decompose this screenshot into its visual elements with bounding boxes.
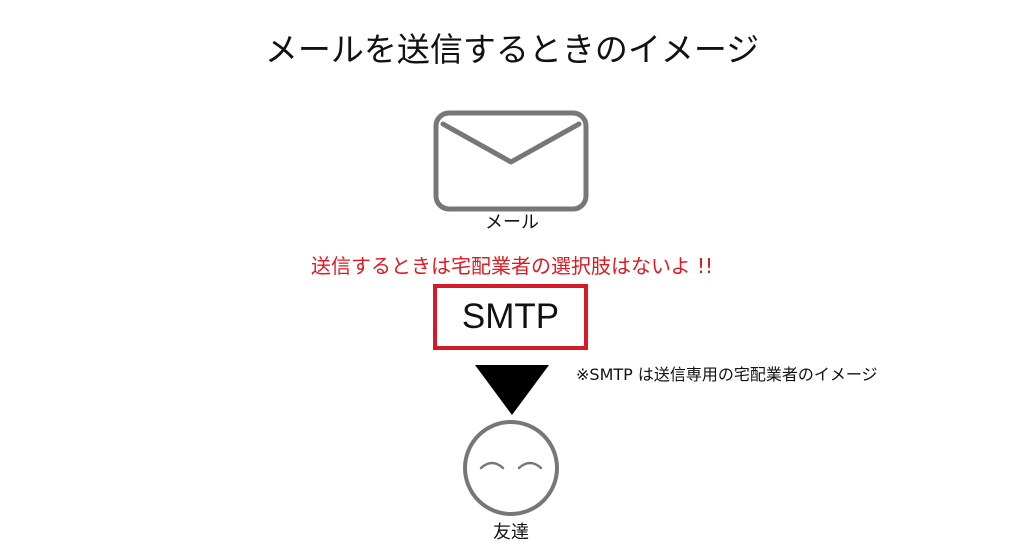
smiling-face-icon bbox=[463, 420, 559, 516]
friend-label: 友達 bbox=[493, 522, 529, 543]
smtp-note: ※SMTP は送信専用の宅配業者のイメージ bbox=[576, 365, 878, 384]
warning-text: 送信するときは宅配業者の選択肢はないよ !! bbox=[311, 254, 713, 278]
mail-label: メール bbox=[485, 212, 539, 233]
smtp-label: SMTP bbox=[461, 297, 560, 336]
page-title: メールを送信するときのイメージ bbox=[264, 30, 760, 69]
envelope-icon bbox=[433, 110, 589, 212]
smtp-box: SMTP bbox=[433, 284, 588, 350]
arrow-down-icon bbox=[475, 365, 549, 415]
